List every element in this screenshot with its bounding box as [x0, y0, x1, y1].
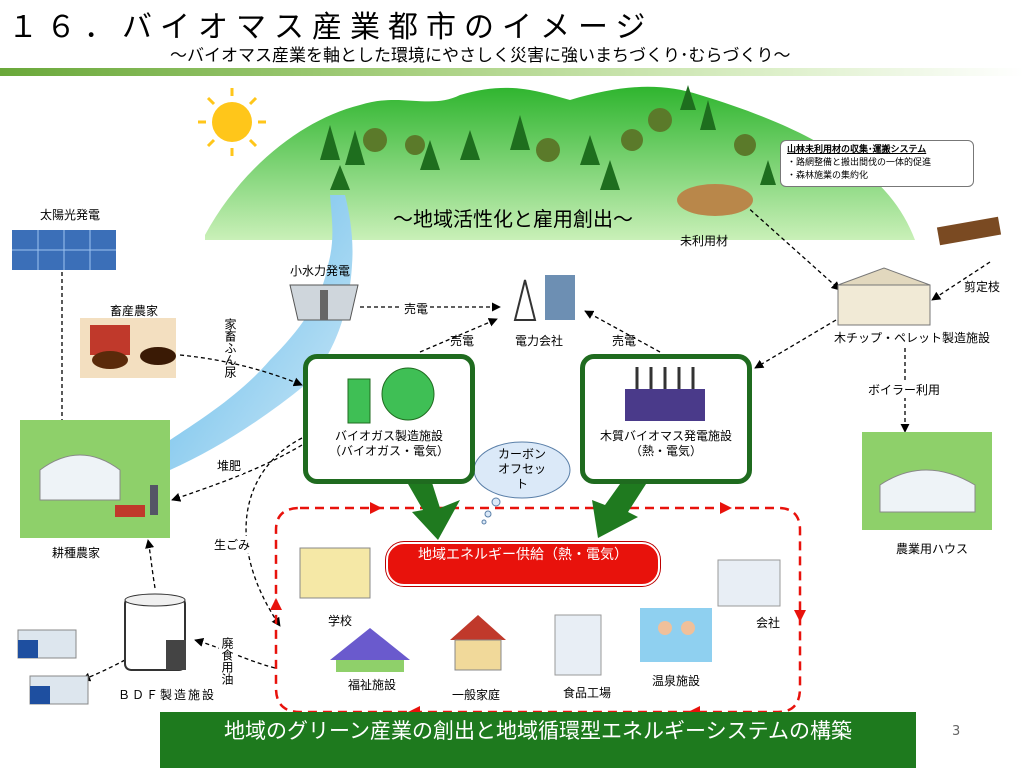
revitalize-headline: ～地域活性化と雇用創出～	[393, 207, 633, 231]
wood-power-box: 木質バイオマス発電施設 （熱・電気）	[580, 354, 752, 484]
unused-wood-label: 未利用材	[680, 234, 729, 248]
livestock-label: 畜産農家	[110, 304, 159, 318]
welfare-label: 福祉施設	[348, 678, 397, 692]
power-company-label: 電力会社	[515, 334, 564, 348]
note-item-1: ・路網整備と搬出間伐の一体的促進	[787, 158, 932, 168]
forest-collection-note: 山林未利用材の収集･運搬システム ・路網整備と搬出間伐の一体的促進 ・森林施業の…	[780, 140, 974, 187]
sun-icon	[198, 88, 266, 156]
arrow-biogas-to-energy	[400, 470, 460, 540]
small-hydro-label: 小水力発電	[290, 264, 351, 278]
chip-pellet-factory-icon	[837, 267, 931, 326]
sell-power-label-3: 売電	[612, 334, 637, 348]
home-icon	[450, 615, 506, 671]
boiler-use-label: ボイラー利用	[866, 381, 943, 398]
biogas-plant-box: バイオガス製造施設 （バイオガス・電気）	[303, 354, 475, 484]
arrow-wood-to-energy	[592, 470, 655, 538]
sell-power-label-2: 売電	[450, 334, 475, 348]
school-label: 学校	[328, 614, 353, 628]
wood-power-sublabel: （熱・電気）	[629, 444, 702, 458]
power-tower-icon	[513, 275, 575, 321]
biogas-plant-label: バイオガス製造施設	[334, 429, 443, 443]
bdf-tank-icon	[124, 593, 186, 671]
manure-label: 家畜ふん尿	[223, 318, 237, 378]
waste-oil-label: 廃食用油	[219, 637, 236, 685]
livestock-farm-icon	[80, 318, 176, 378]
welfare-icon	[330, 628, 410, 672]
page-subtitle: ～バイオマス産業を軸とした環境にやさしく災害に強いまちづくり･むらづくり～	[170, 46, 791, 66]
bdf-label: ＢＤＦ製造施設	[118, 688, 217, 702]
solar-label: 太陽光発電	[40, 208, 101, 222]
sell-power-label-1: 売電	[402, 300, 431, 317]
header-rule	[0, 68, 1024, 76]
wood-power-plant-icon	[625, 367, 705, 421]
pruned-branches-label: 剪定枝	[964, 280, 1001, 294]
hot-spring-icon	[640, 608, 712, 662]
biogas-tank-icon	[347, 367, 435, 424]
page-number: 3	[952, 724, 961, 739]
food-factory-label: 食品工場	[563, 686, 612, 700]
wood-power-label: 木質バイオマス発電施設	[599, 429, 732, 443]
company-label: 会社	[756, 616, 781, 630]
farmland-greenhouse-icon	[20, 420, 170, 538]
truck-icon	[17, 629, 89, 705]
small-hydro-icon	[289, 284, 359, 321]
note-heading: 山林未利用材の収集･運搬システム	[787, 145, 927, 155]
note-item-2: ・森林施業の集約化	[787, 171, 869, 181]
unused-wood-icon	[677, 184, 753, 216]
river	[170, 195, 353, 470]
hot-spring-label: 温泉施設	[652, 674, 701, 688]
farmer-label: 耕種農家	[52, 546, 101, 560]
home-label: 一般家庭	[452, 688, 501, 702]
carbon-offset-label: カーボンオフセット	[497, 447, 546, 491]
compost-label: 堆肥	[215, 457, 244, 474]
greenhouse-label: 農業用ハウス	[896, 542, 969, 556]
school-icon	[299, 547, 371, 599]
chip-pellet-label: 木チップ・ペレット製造施設	[834, 331, 991, 345]
garbage-label: 生ごみ	[212, 536, 253, 553]
solar-panels-icon	[12, 230, 116, 270]
agri-greenhouse-icon	[862, 432, 992, 530]
biogas-plant-sublabel: （バイオガス・電気）	[328, 444, 449, 458]
footer-banner: 地域のグリーン産業の創出と地域循環型エネルギーシステムの構築	[160, 712, 916, 768]
carbon-offset-cloud	[473, 441, 571, 525]
page-title: １６．バイオマス産業都市のイメージ	[8, 10, 654, 45]
food-factory-icon	[554, 614, 602, 676]
company-icon	[717, 559, 781, 607]
regional-energy-pill: 地域エネルギー供給（熱・電気）	[386, 542, 660, 586]
pruned-branches-icon	[936, 216, 1002, 246]
